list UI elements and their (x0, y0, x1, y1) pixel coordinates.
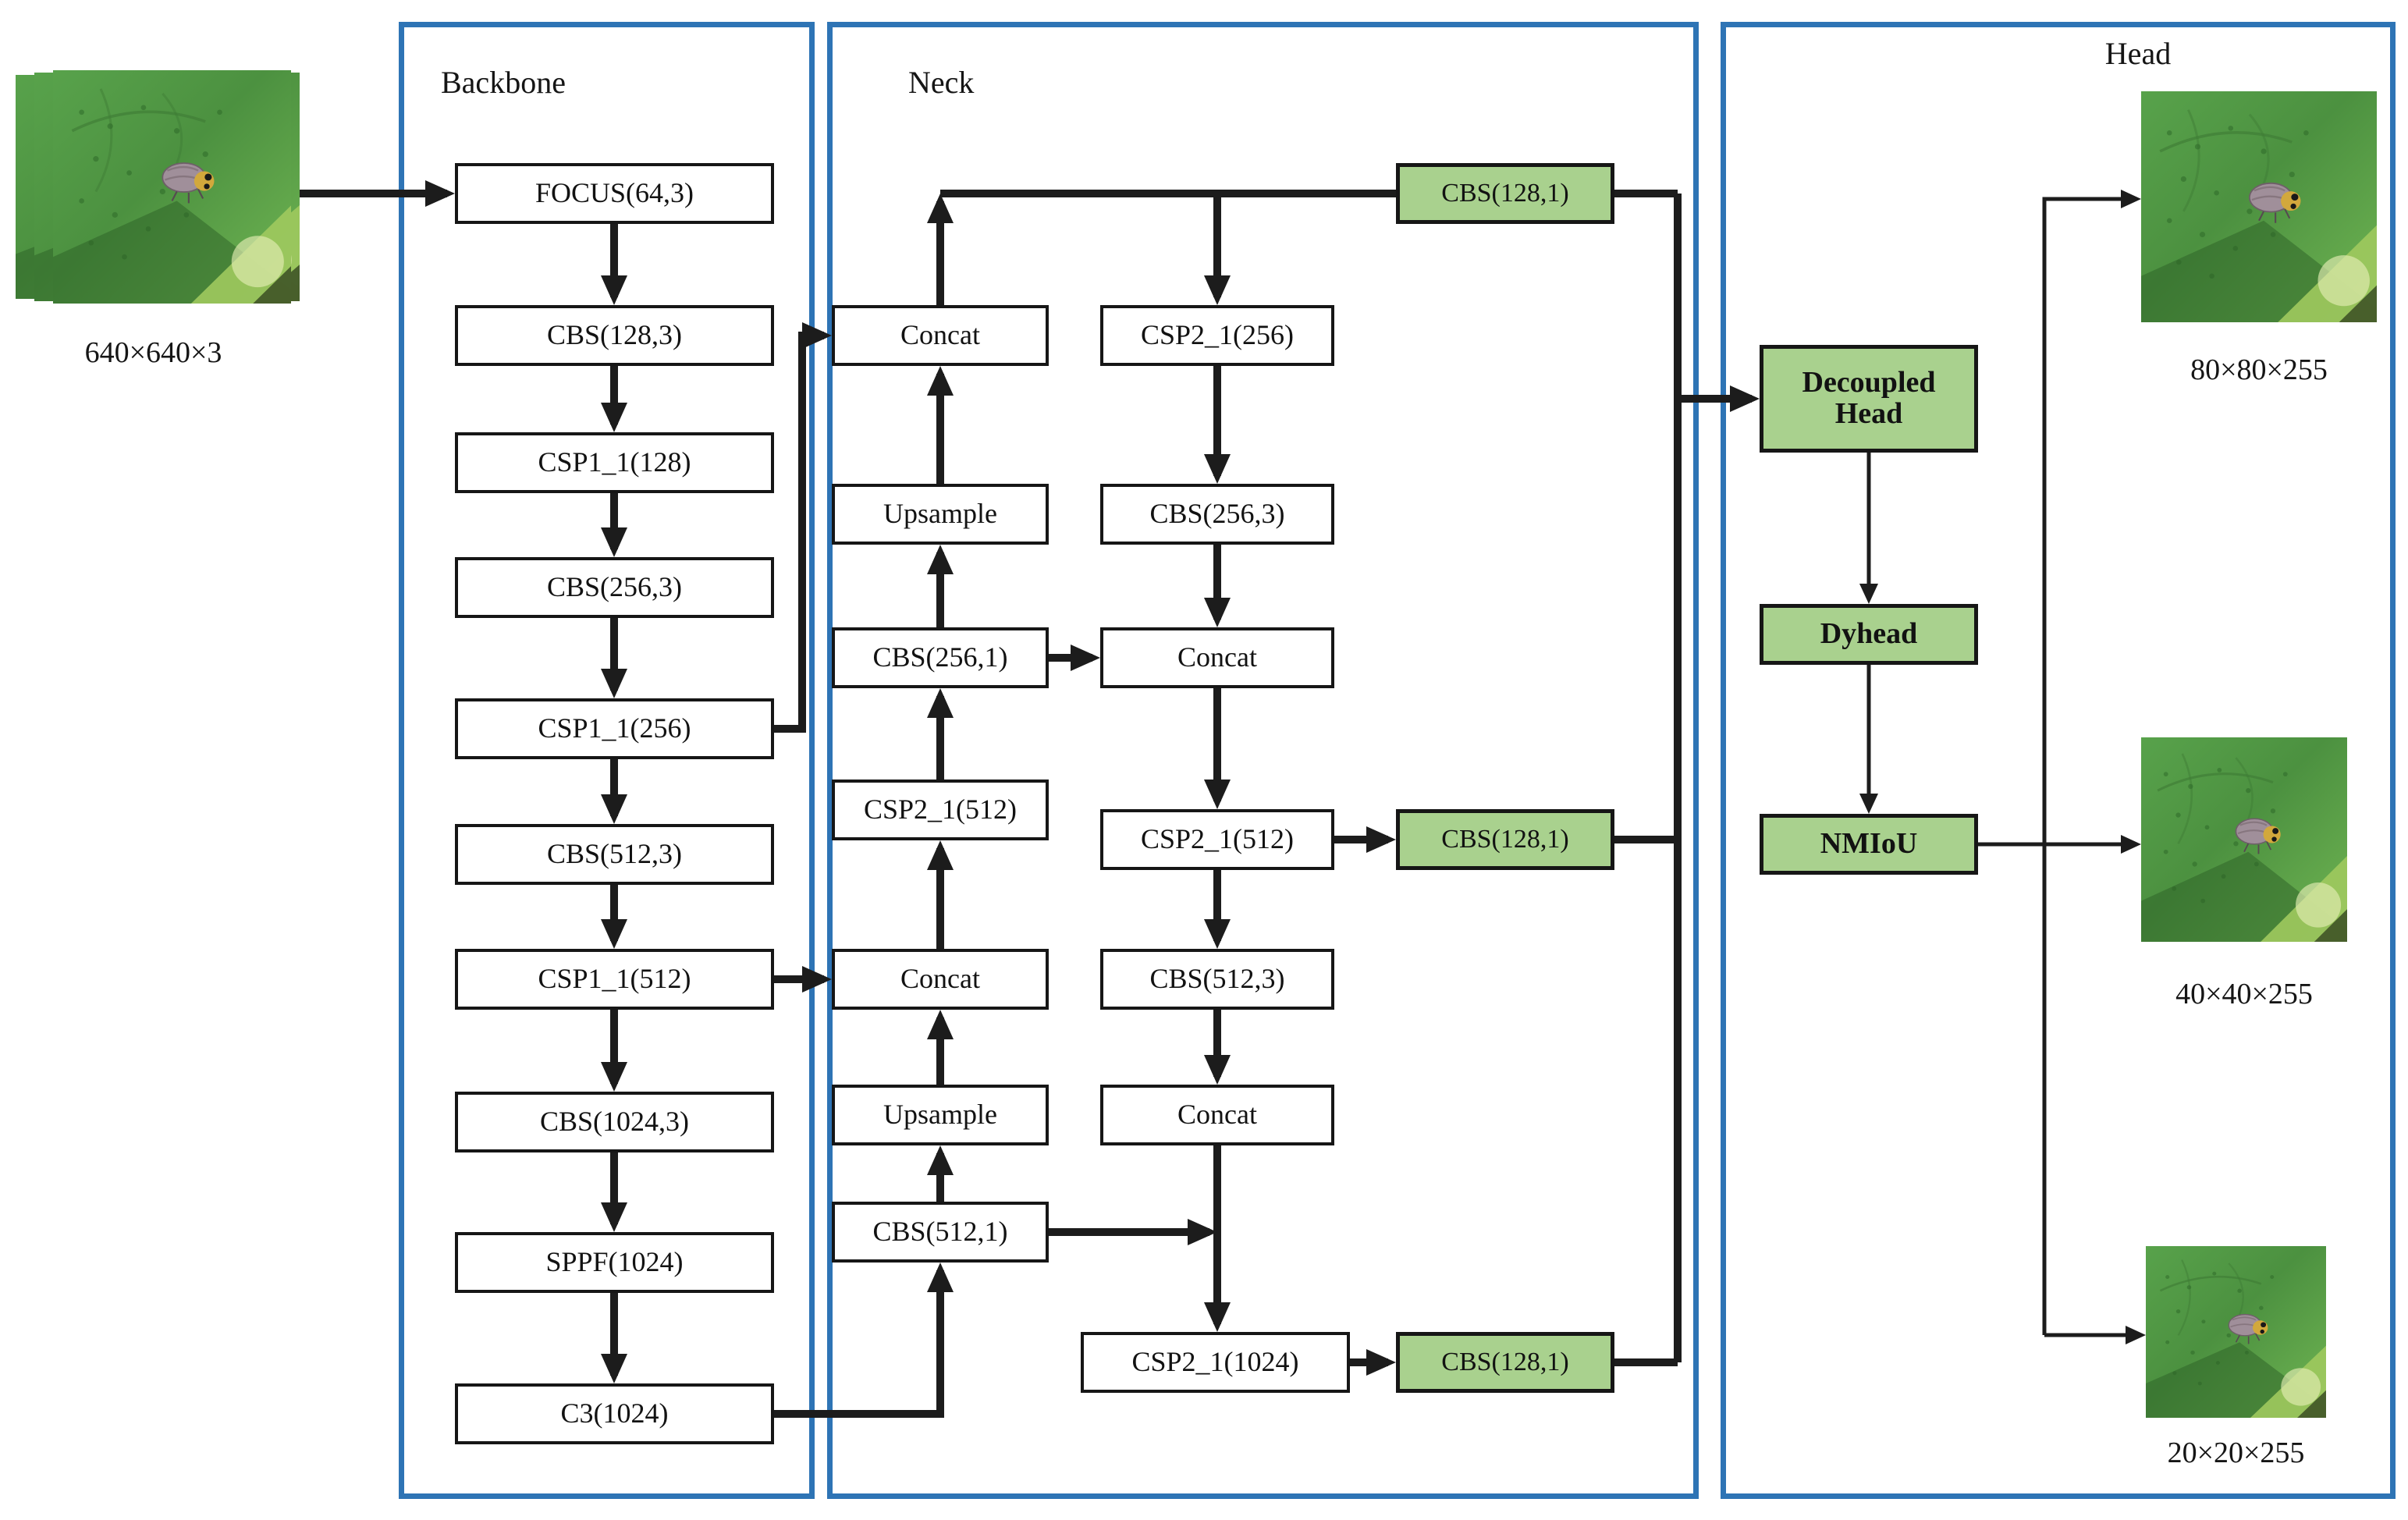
backbone-frame (399, 22, 815, 1499)
neck-node: Concat (1100, 1085, 1334, 1145)
neck-title: Neck (908, 65, 975, 100)
neck-node: Upsample (832, 484, 1049, 545)
output-photo-40 (2141, 737, 2347, 942)
leaf-photo (53, 70, 291, 304)
neck-node: CBS(512,1) (832, 1202, 1049, 1263)
leaf-photo (2141, 737, 2347, 942)
neck-node: CSP2_1(512) (1100, 809, 1334, 870)
head-frame (1721, 22, 2396, 1499)
neck-output-node: CBS(128,1) (1396, 1332, 1614, 1393)
neck-node: CSP2_1(256) (1100, 305, 1334, 366)
neck-node: CBS(512,3) (1100, 949, 1334, 1010)
output-dim-label-80: 80×80×255 (2190, 353, 2328, 386)
neck-node: CSP2_1(1024) (1081, 1332, 1350, 1393)
neck-output-node: CBS(128,1) (1396, 163, 1614, 224)
backbone-node: C3(1024) (455, 1383, 774, 1444)
neck-node: Concat (1100, 627, 1334, 688)
neck-frame (827, 22, 1699, 1499)
neck-node: Concat (832, 949, 1049, 1010)
neck-node: CBS(256,3) (1100, 484, 1334, 545)
backbone-node: FOCUS(64,3) (455, 163, 774, 224)
leaf-photo (2141, 91, 2377, 322)
backbone-node: SPPF(1024) (455, 1232, 774, 1293)
backbone-node: CSP1_1(512) (455, 949, 774, 1010)
output-dim-label-40: 40×40×255 (2175, 978, 2313, 1010)
neck-node: CSP2_1(512) (832, 780, 1049, 840)
output-photo-80 (2141, 91, 2377, 322)
backbone-node: CBS(128,3) (455, 305, 774, 366)
neck-node: Upsample (832, 1085, 1049, 1145)
neck-output-node: CBS(128,1) (1396, 809, 1614, 870)
output-photo-20 (2146, 1246, 2326, 1418)
head-node-dyhead: Dyhead (1760, 604, 1978, 665)
leaf-photo (2146, 1246, 2326, 1418)
head-title: Head (2104, 36, 2172, 71)
output-dim-label-20: 20×20×255 (2167, 1437, 2305, 1469)
input-dim-label: 640×640×3 (84, 336, 222, 369)
backbone-title: Backbone (441, 65, 566, 100)
head-node-nmiou: NMIoU (1760, 814, 1978, 875)
backbone-node: CBS(512,3) (455, 824, 774, 885)
backbone-node: CSP1_1(128) (455, 432, 774, 493)
backbone-node: CBS(1024,3) (455, 1092, 774, 1152)
neck-node: CBS(256,1) (832, 627, 1049, 688)
head-node-decoupled-head: Decoupled Head (1760, 345, 1978, 453)
backbone-node: CBS(256,3) (455, 557, 774, 618)
backbone-node: CSP1_1(256) (455, 698, 774, 759)
input-photo (16, 70, 291, 304)
neck-node: Concat (832, 305, 1049, 366)
